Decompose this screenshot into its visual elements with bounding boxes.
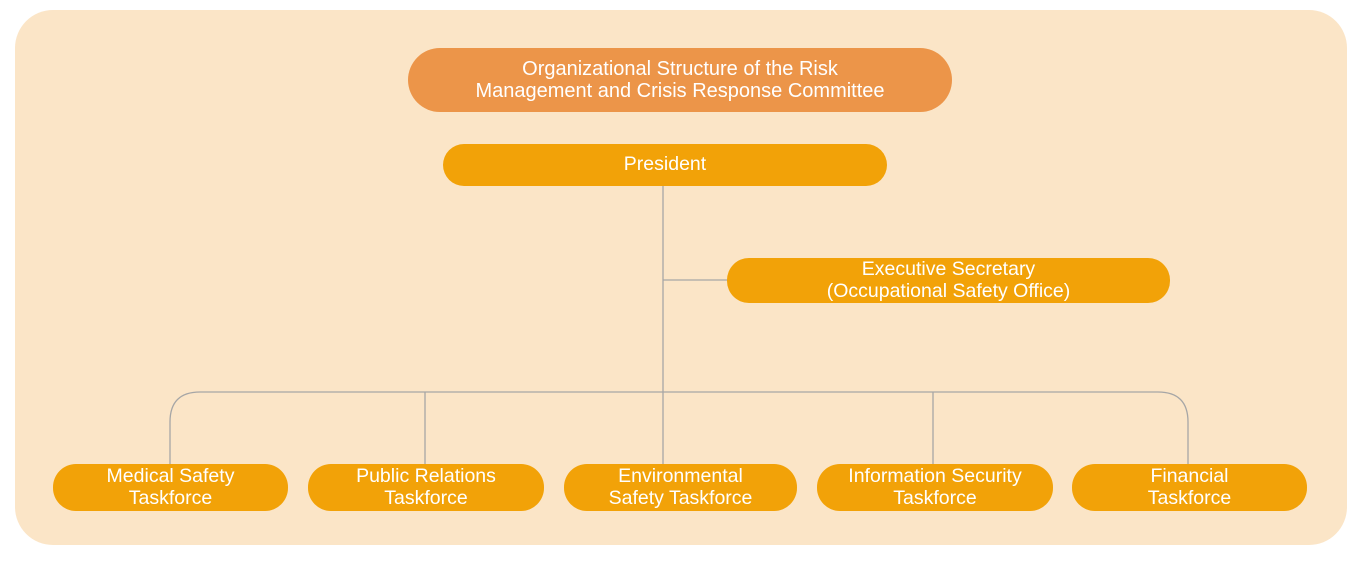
node-taskforce-environmental-safety: Environmental Safety Taskforce [564, 464, 797, 511]
node-taskforce-public-relations: Public Relations Taskforce [308, 464, 544, 511]
node-taskforce-medical-safety: Medical Safety Taskforce [53, 464, 288, 511]
node-president: President [443, 144, 887, 186]
node-executive-secretary: Executive Secretary (Occupational Safety… [727, 258, 1170, 303]
node-chart-title: Organizational Structure of the Risk Man… [408, 48, 952, 112]
node-taskforce-financial: Financial Taskforce [1072, 464, 1307, 511]
connector-distribution-rail [169, 391, 1189, 464]
node-taskforce-information-security: Information Security Taskforce [817, 464, 1053, 511]
